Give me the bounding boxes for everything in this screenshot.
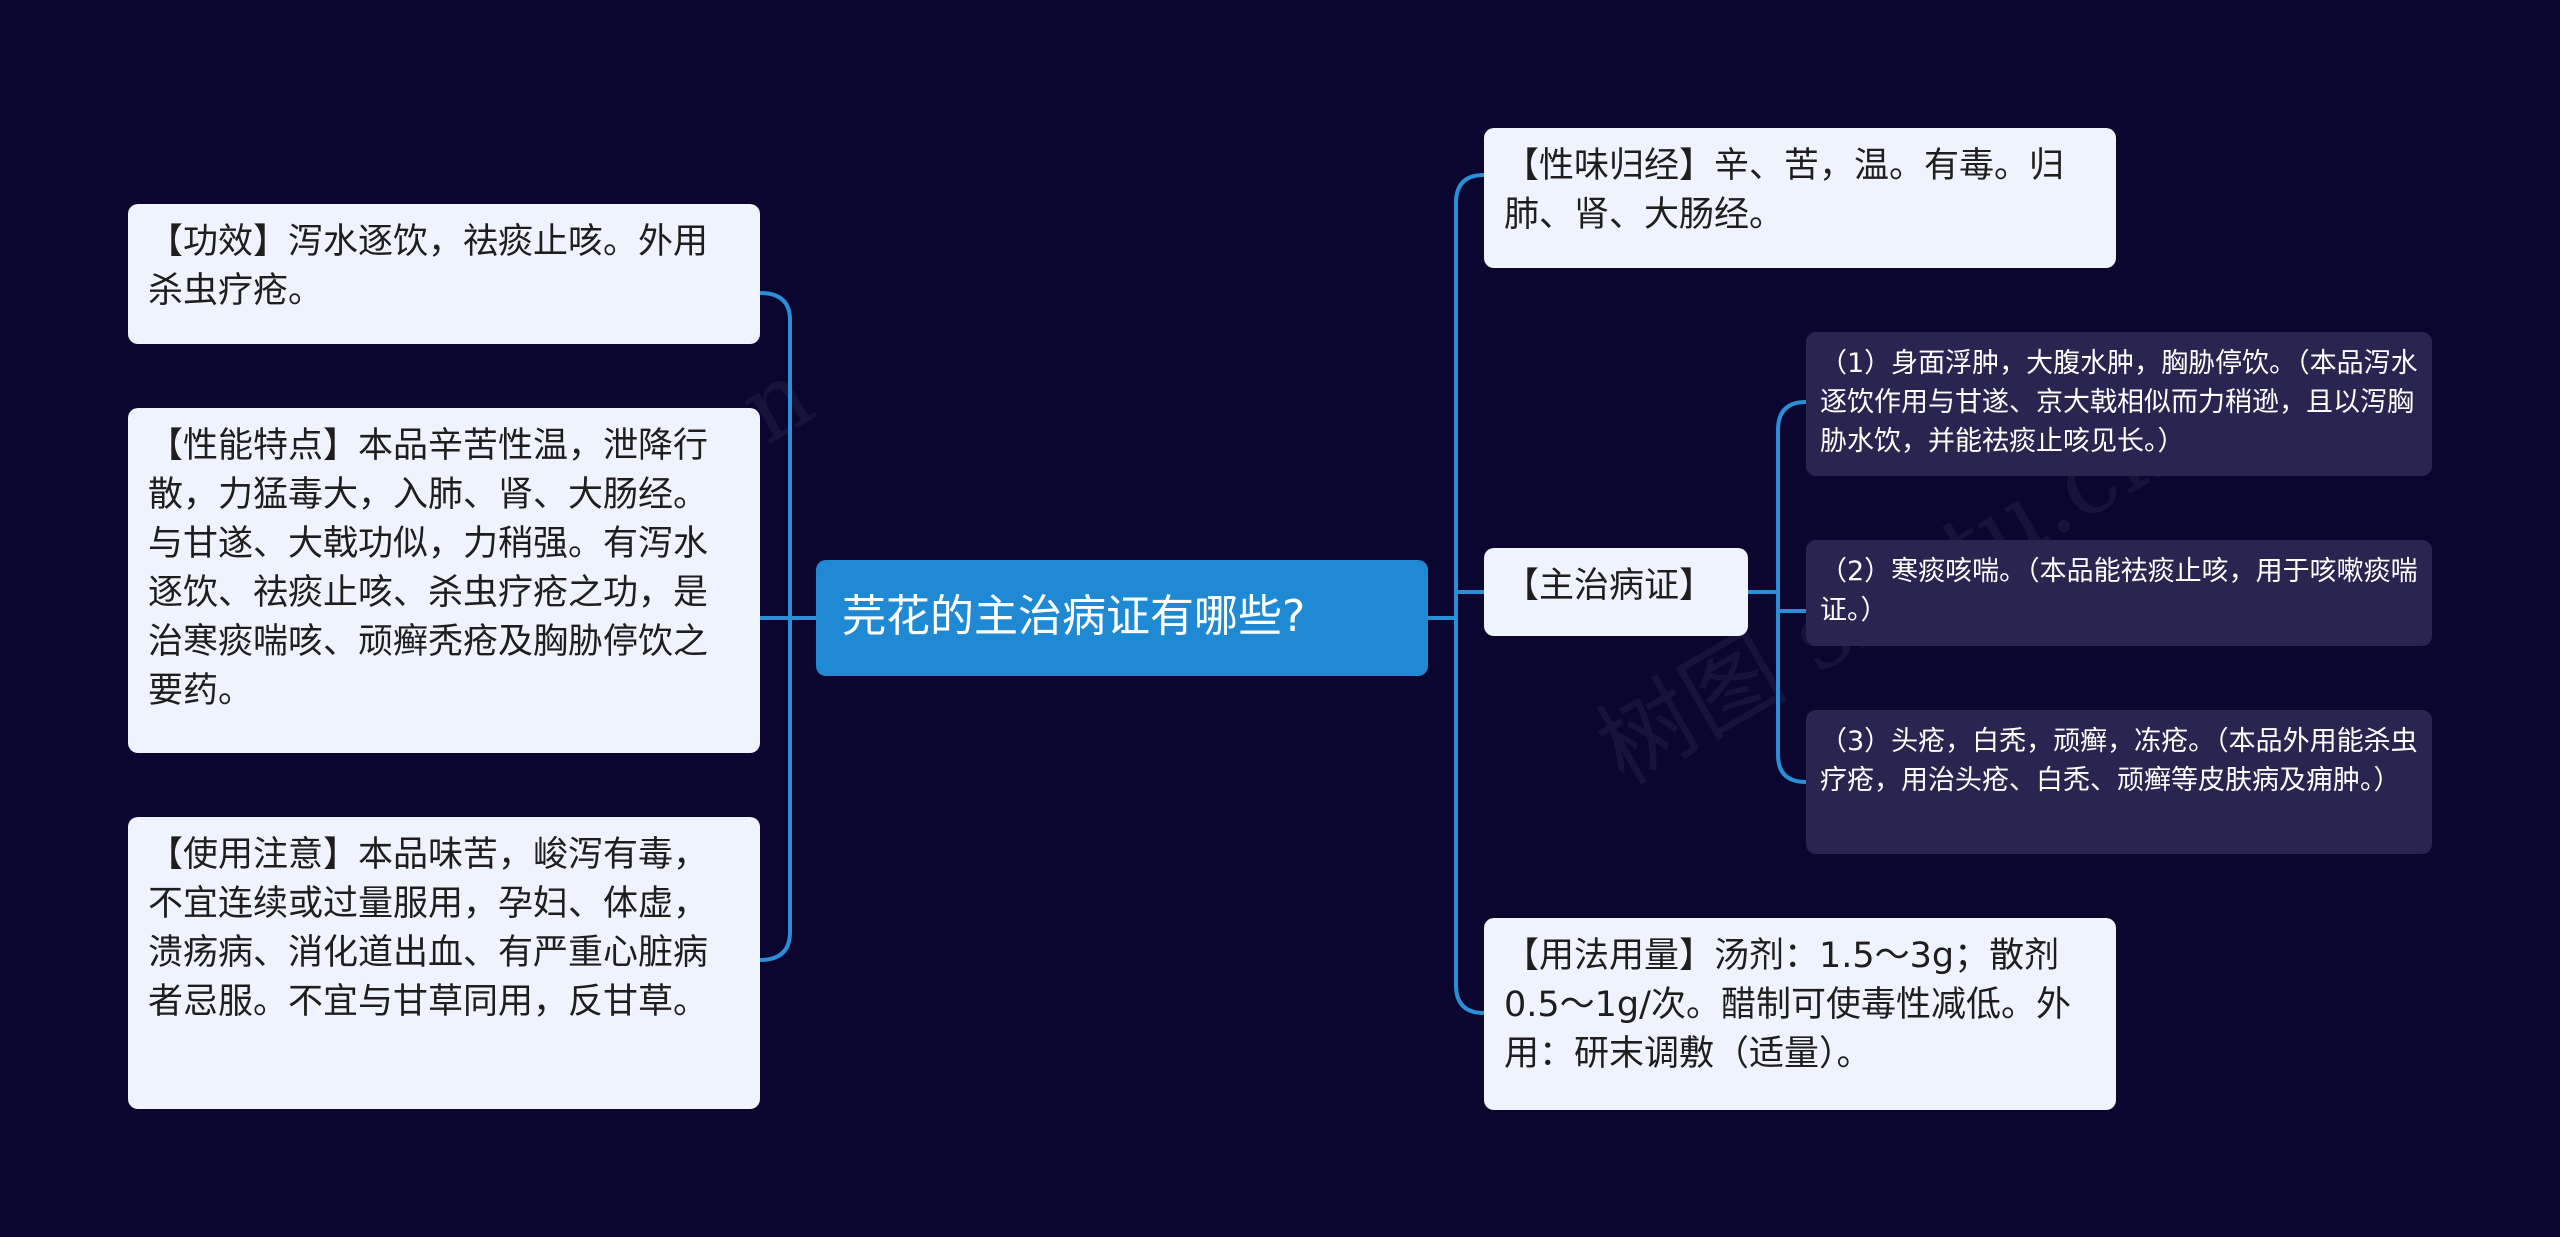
indication-item-3[interactable]: （3）头疮，白秃，顽癣，冻疮。（本品外用能杀虫疗疮，用治头疮、白秃、顽癣等皮肤病…: [1806, 710, 2432, 854]
root-topic[interactable]: 芫花的主治病证有哪些?: [816, 560, 1428, 676]
indication-item-2[interactable]: （2）寒痰咳喘。（本品能祛痰止咳，用于咳嗽痰喘证。）: [1806, 540, 2432, 646]
topic-precautions[interactable]: 【使用注意】本品味苦，峻泻有毒，不宜连续或过量服用，孕妇、体虚，溃疡病、消化道出…: [128, 817, 760, 1109]
topic-indications[interactable]: 【主治病证】: [1484, 548, 1748, 636]
indication-item-1[interactable]: （1）身面浮肿，大腹水肿，胸胁停饮。（本品泻水逐饮作用与甘遂、京大戟相似而力稍逊…: [1806, 332, 2432, 476]
topic-characteristics[interactable]: 【性能特点】本品辛苦性温，泄降行散，力猛毒大，入肺、肾、大肠经。与甘遂、大戟功似…: [128, 408, 760, 753]
topic-property-meridian[interactable]: 【性味归经】辛、苦，温。有毒。归肺、肾、大肠经。: [1484, 128, 2116, 268]
topic-efficacy[interactable]: 【功效】泻水逐饮，祛痰止咳。外用杀虫疗疮。: [128, 204, 760, 344]
topic-dosage[interactable]: 【用法用量】汤剂：1.5～3g；散剂0.5～1g/次。醋制可使毒性减低。外用：研…: [1484, 918, 2116, 1110]
